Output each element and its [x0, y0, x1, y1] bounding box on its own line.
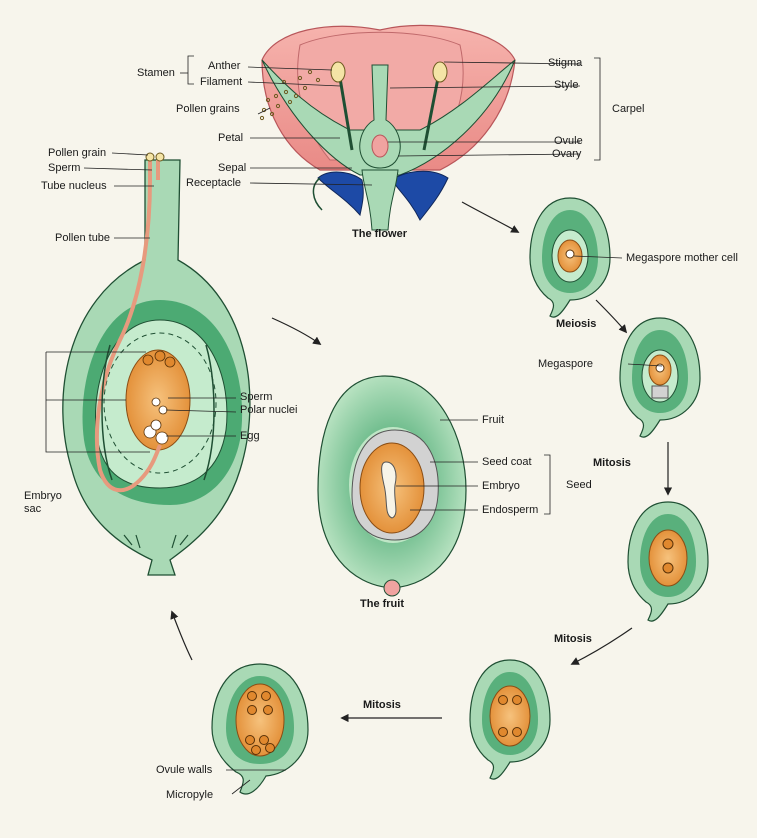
sepal-right [391, 170, 449, 221]
anther-left [330, 61, 346, 83]
antipodal-cells [142, 350, 176, 368]
label-embryo: Embryo [482, 480, 520, 492]
label-megaspore: Megaspore [538, 358, 594, 370]
ovule-left-arc [101, 344, 113, 481]
label-polar-nuclei: Polar nuclei [240, 404, 298, 416]
label-ovary: Ovary [552, 148, 582, 160]
sepal-far-left [312, 177, 323, 211]
label-stigma: Stigma [548, 57, 583, 69]
label-sperm-2: Sperm [240, 391, 273, 403]
filament-right [422, 77, 440, 151]
pollinated-ovule-illustration [62, 152, 251, 576]
caption-the-fruit: The fruit [360, 598, 404, 610]
filament-left [338, 77, 354, 151]
stage-4-nuclei [469, 659, 551, 780]
polar-nuclei-dots [151, 397, 168, 415]
fruit-leader-lines [396, 419, 551, 515]
cycle-arrows [170, 201, 673, 723]
arrow-to-pollination [170, 610, 193, 661]
anther-right [432, 61, 448, 83]
ovule-right-arc [203, 344, 215, 481]
label-carpel: Carpel [612, 103, 645, 115]
caption-the-flower: The flower [352, 228, 408, 240]
label-ovule: Ovule [554, 135, 583, 147]
embryo-sac-dashed [103, 332, 217, 474]
label-megaspore-mother-cell: Megaspore mother cell [626, 252, 738, 264]
funiculus-fringe [123, 534, 189, 549]
arrow-meiosis [595, 299, 628, 334]
stage-2-nuclei [627, 501, 709, 622]
label-receptacle: Receptacle [186, 177, 242, 189]
label-fruit: Fruit [482, 414, 504, 426]
arrow-pollination-to-fruit [271, 317, 322, 345]
label-egg: Egg [240, 430, 260, 442]
stage-megaspore [619, 317, 701, 438]
label-stamen: Stamen [137, 67, 175, 79]
label-mitosis-1: Mitosis [593, 457, 631, 469]
label-mitosis-3: Mitosis [363, 699, 401, 711]
fruit-illustration [317, 375, 467, 597]
fruit-stalk [383, 579, 401, 597]
seed-embryo [381, 461, 397, 519]
label-pollen-grains: Pollen grains [176, 103, 240, 115]
label-pollen-grain: Pollen grain [48, 147, 107, 159]
sepal-left [317, 171, 364, 217]
label-sepal: Sepal [218, 162, 247, 174]
label-embryo-sac-1: Embryo [24, 490, 62, 502]
label-petal: Petal [218, 132, 244, 144]
pollen-tube [94, 160, 162, 493]
label-sperm: Sperm [48, 162, 81, 174]
label-anther: Anther [208, 60, 241, 72]
egg-apparatus [143, 419, 169, 445]
label-tube-nucleus: Tube nucleus [41, 180, 107, 192]
label-style: Style [554, 79, 579, 91]
pollination-leader-lines [45, 152, 237, 453]
label-meiosis: Meiosis [556, 318, 597, 330]
flower-cup [261, 59, 516, 176]
pollen-grain-right [155, 152, 165, 162]
label-endosperm: Endosperm [482, 504, 539, 516]
label-filament: Filament [200, 76, 243, 88]
stage-8-nuclei [211, 663, 309, 795]
ovule-in-flower [371, 134, 389, 158]
flower-leader-lines [180, 55, 601, 186]
label-micropyle: Micropyle [166, 789, 214, 801]
arrow-flower-to-mother [461, 201, 520, 233]
stage-leader-lines [226, 255, 663, 795]
label-seed: Seed [566, 479, 592, 491]
label-ovule-walls: Ovule walls [156, 764, 213, 776]
label-mitosis-2: Mitosis [554, 633, 592, 645]
stage-mother-cell [529, 197, 611, 318]
label-seed-coat: Seed coat [482, 456, 532, 468]
flower-illustration [259, 24, 516, 231]
receptacle [361, 169, 399, 231]
label-pollen-tube: Pollen tube [55, 232, 111, 244]
label-embryo-sac-2: sac [24, 503, 42, 515]
pollen-grains-dots [259, 69, 321, 121]
arrow-mitosis-2 [570, 627, 633, 665]
pollen-grain-left [145, 152, 155, 162]
